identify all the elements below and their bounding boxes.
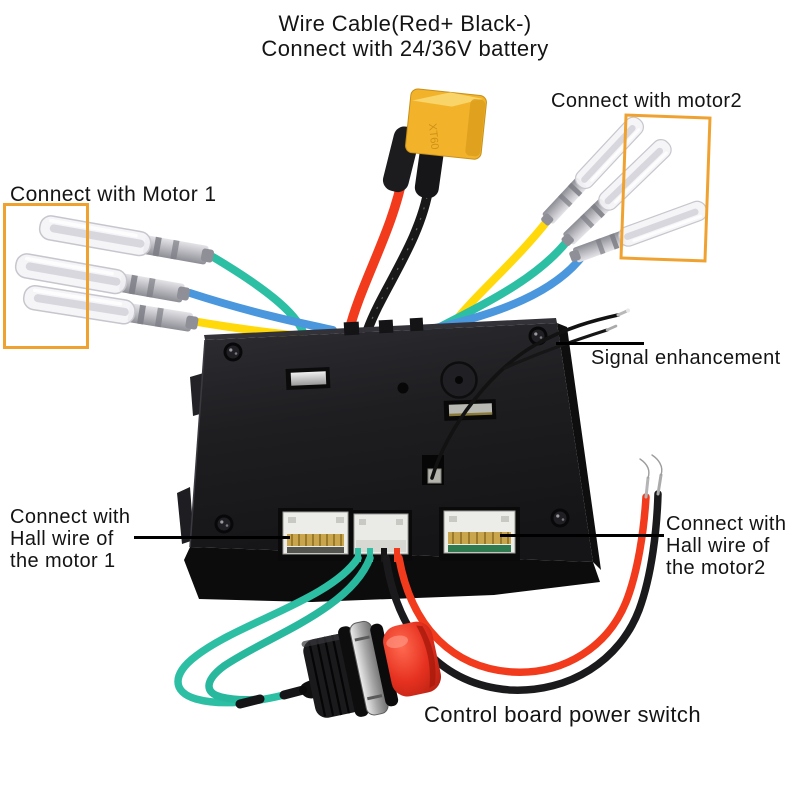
board-upper-connector-slot	[443, 399, 497, 421]
motor2-phase-wires	[422, 216, 588, 334]
hall-motor2-label-line1: Connect with	[666, 513, 787, 535]
screw-bottom-left	[214, 514, 234, 534]
hall-motor2-label: Connect with Hall wire of the motor2	[666, 513, 786, 579]
hall-motor1-callout-line	[134, 536, 290, 539]
motor1-phase-wires	[186, 253, 337, 340]
screw-top-left	[223, 342, 243, 362]
board-circular-recess	[440, 361, 478, 399]
hall-motor1-label: Connect with Hall wire of the motor 1	[10, 506, 130, 572]
hall-motor2-label-line2: Hall wire of	[666, 535, 770, 557]
power-switch	[299, 620, 442, 718]
screw-bottom-right	[550, 508, 570, 528]
hall-motor1-label-line3: the motor 1	[10, 550, 116, 572]
signal-label: Signal enhancement	[591, 347, 781, 369]
hall-motor1-label-line1: Connect with	[10, 506, 131, 528]
board-hole	[397, 382, 409, 394]
hall-motor2-label-line3: the motor2	[666, 557, 766, 579]
motor1-label: Connect with Motor 1	[10, 183, 217, 206]
hall-connector-motor1	[278, 508, 353, 561]
hall-motor2-callout-line	[500, 534, 664, 537]
xt60-marking-text: XT60	[426, 123, 441, 150]
battery-wires	[344, 170, 434, 336]
middle-wired-connector	[350, 510, 412, 562]
motor1-highlight-box	[3, 203, 89, 349]
board-slot-window	[285, 367, 331, 390]
xt60-connector: XT60	[382, 88, 487, 199]
battery-label-line2: Connect with 24/36V battery	[261, 35, 549, 61]
motor2-label: Connect with motor2	[551, 90, 743, 112]
hall-motor1-label-line2: Hall wire of	[10, 528, 114, 550]
controller-board	[177, 317, 601, 602]
signal-callout-line	[556, 342, 644, 345]
battery-label: Wire Cable(Red+ Black-) Connect with 24/…	[235, 11, 575, 61]
battery-label-line1: Wire Cable(Red+ Black-)	[278, 11, 532, 36]
motor2-highlight-box	[619, 113, 712, 263]
power-switch-label: Control board power switch	[424, 702, 701, 727]
